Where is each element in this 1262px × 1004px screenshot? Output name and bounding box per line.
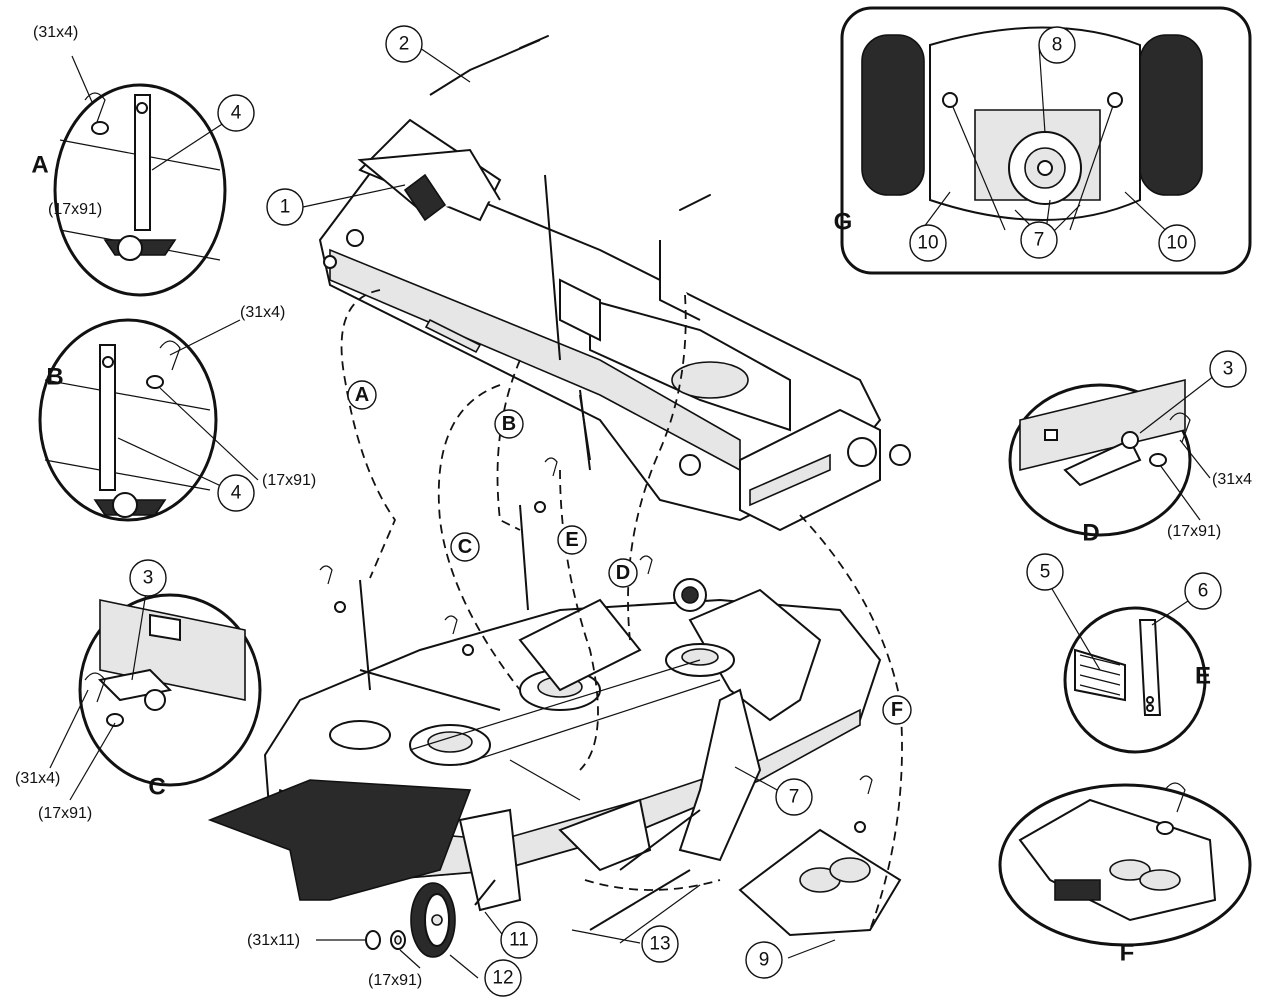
callout-12: 12 bbox=[484, 959, 522, 997]
callout-8: 8 bbox=[1038, 26, 1076, 64]
hardware-label-a-clip: (31x4) bbox=[33, 24, 78, 41]
detail-f bbox=[998, 782, 1252, 947]
hardware-label-wheel-washer: (17x91) bbox=[368, 972, 422, 989]
callout-6: 6 bbox=[1184, 572, 1222, 610]
left-tire bbox=[861, 34, 925, 196]
callout-13: 13 bbox=[641, 925, 679, 963]
svg-text:3: 3 bbox=[1223, 359, 1234, 380]
detail-letter-b: B bbox=[46, 364, 63, 391]
svg-text:F: F bbox=[891, 699, 903, 721]
path-d bbox=[627, 294, 687, 641]
callout-7-main: 7 bbox=[775, 778, 813, 816]
callout-5: 5 bbox=[1026, 553, 1064, 591]
svg-text:4: 4 bbox=[231, 483, 242, 504]
callout-10-right: 10 bbox=[1158, 224, 1196, 262]
svg-text:9: 9 bbox=[759, 950, 770, 971]
hardware-label-d-washer: (17x91) bbox=[1167, 523, 1221, 540]
svg-text:8: 8 bbox=[1052, 35, 1063, 56]
svg-text:10: 10 bbox=[917, 233, 938, 254]
svg-text:7: 7 bbox=[1034, 230, 1045, 251]
detail-letter-d: D bbox=[1082, 520, 1099, 547]
gauge-wheel bbox=[410, 882, 456, 958]
callout-4-detail-b: 4 bbox=[217, 474, 255, 512]
svg-text:10: 10 bbox=[1166, 233, 1187, 254]
detail-letter-g: G bbox=[834, 209, 853, 236]
path-letter-d: D bbox=[608, 558, 638, 588]
path-a bbox=[340, 289, 397, 579]
detail-letter-a: A bbox=[31, 152, 48, 179]
hardware-label-d-clip: (31x4 bbox=[1212, 471, 1252, 488]
callout-10-left: 10 bbox=[909, 224, 947, 262]
wheel-axle-bolt bbox=[474, 879, 496, 906]
deck-lift-links bbox=[319, 394, 873, 833]
svg-text:4: 4 bbox=[231, 103, 242, 124]
path-letter-c: C bbox=[450, 532, 480, 562]
svg-text:E: E bbox=[565, 529, 578, 551]
svg-text:C: C bbox=[458, 536, 472, 558]
svg-text:7: 7 bbox=[789, 787, 800, 808]
callout-1: 1 bbox=[266, 188, 304, 226]
detail-d bbox=[1008, 378, 1192, 537]
path-e bbox=[559, 469, 599, 771]
mower-deck bbox=[207, 578, 882, 912]
svg-text:1: 1 bbox=[280, 197, 291, 218]
callout-4-detail-a: 4 bbox=[217, 94, 255, 132]
svg-text:3: 3 bbox=[143, 568, 154, 589]
wheel-clip-ring bbox=[365, 930, 381, 950]
front-bracket bbox=[738, 828, 902, 937]
svg-text:5: 5 bbox=[1040, 562, 1051, 583]
detail-letter-f: F bbox=[1120, 940, 1135, 967]
svg-text:D: D bbox=[616, 562, 630, 584]
hardware-label-c-washer: (17x91) bbox=[38, 805, 92, 822]
callout-11: 11 bbox=[500, 921, 538, 959]
detail-g bbox=[840, 6, 1252, 275]
path-letter-b: B bbox=[494, 409, 524, 439]
callout-3-detail-d: 3 bbox=[1209, 350, 1247, 388]
hardware-label-b-washer: (17x91) bbox=[262, 472, 316, 489]
rods bbox=[589, 809, 701, 931]
path-letter-a: A bbox=[347, 380, 377, 410]
path-g-route bbox=[584, 879, 721, 891]
svg-text:13: 13 bbox=[649, 934, 670, 955]
hardware-label-b-clip: (31x4) bbox=[240, 304, 285, 321]
svg-text:B: B bbox=[502, 413, 516, 435]
svg-text:12: 12 bbox=[492, 968, 513, 989]
svg-text:2: 2 bbox=[399, 34, 410, 55]
callout-7-detail-g: 7 bbox=[1020, 221, 1058, 259]
detail-c bbox=[78, 593, 262, 787]
hardware-label-wheel-clip: (31x11) bbox=[247, 932, 300, 949]
svg-text:A: A bbox=[355, 384, 369, 406]
detail-e bbox=[1063, 606, 1207, 754]
hardware-label-a-washer: (17x91) bbox=[48, 201, 102, 218]
detail-letter-e: E bbox=[1195, 663, 1211, 690]
path-b bbox=[496, 359, 521, 531]
svg-text:6: 6 bbox=[1198, 581, 1209, 602]
callout-9: 9 bbox=[745, 941, 783, 979]
path-letter-f: F bbox=[882, 695, 912, 725]
svg-text:11: 11 bbox=[509, 930, 529, 951]
path-letter-e: E bbox=[557, 525, 587, 555]
tractor-frame bbox=[318, 35, 911, 532]
detail-a bbox=[53, 83, 227, 297]
callout-3-detail-c: 3 bbox=[129, 559, 167, 597]
detail-letter-c: C bbox=[148, 774, 165, 801]
callout-2: 2 bbox=[385, 25, 423, 63]
hardware-label-c-clip: (31x4) bbox=[15, 770, 60, 787]
right-tire bbox=[1139, 34, 1203, 196]
detail-b bbox=[38, 318, 218, 522]
